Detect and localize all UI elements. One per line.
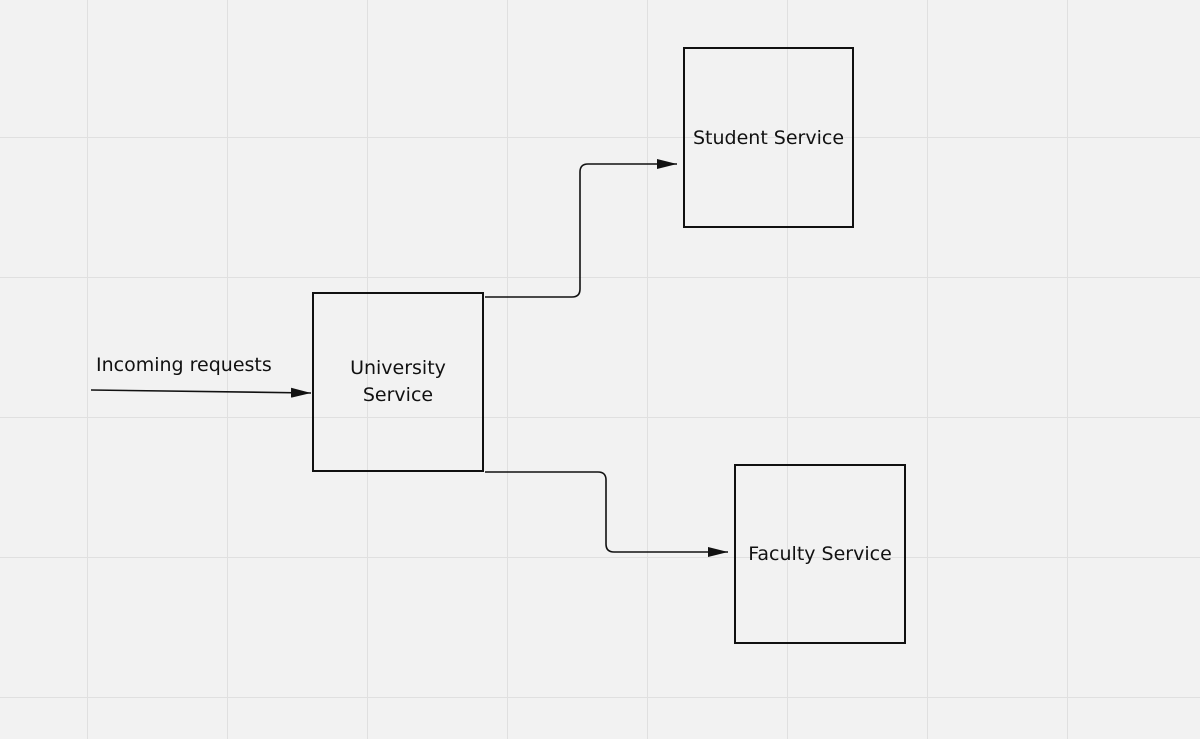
incoming-requests-label: Incoming requests: [96, 354, 272, 376]
edge-incoming-requests-arrow[interactable]: [90, 387, 312, 398]
edge-university-to-faculty-arrow[interactable]: [485, 471, 728, 557]
faculty-service-node[interactable]: Faculty Service: [734, 464, 906, 644]
student-service-label: Student Service: [692, 127, 845, 149]
university-service-node[interactable]: University Service: [312, 292, 484, 472]
faculty-service-label: Faculty Service: [748, 542, 892, 565]
edge-university-to-student-arrow[interactable]: [485, 159, 677, 298]
student-service-node[interactable]: Student Service: [683, 47, 854, 228]
university-service-label: University Service: [350, 357, 446, 406]
